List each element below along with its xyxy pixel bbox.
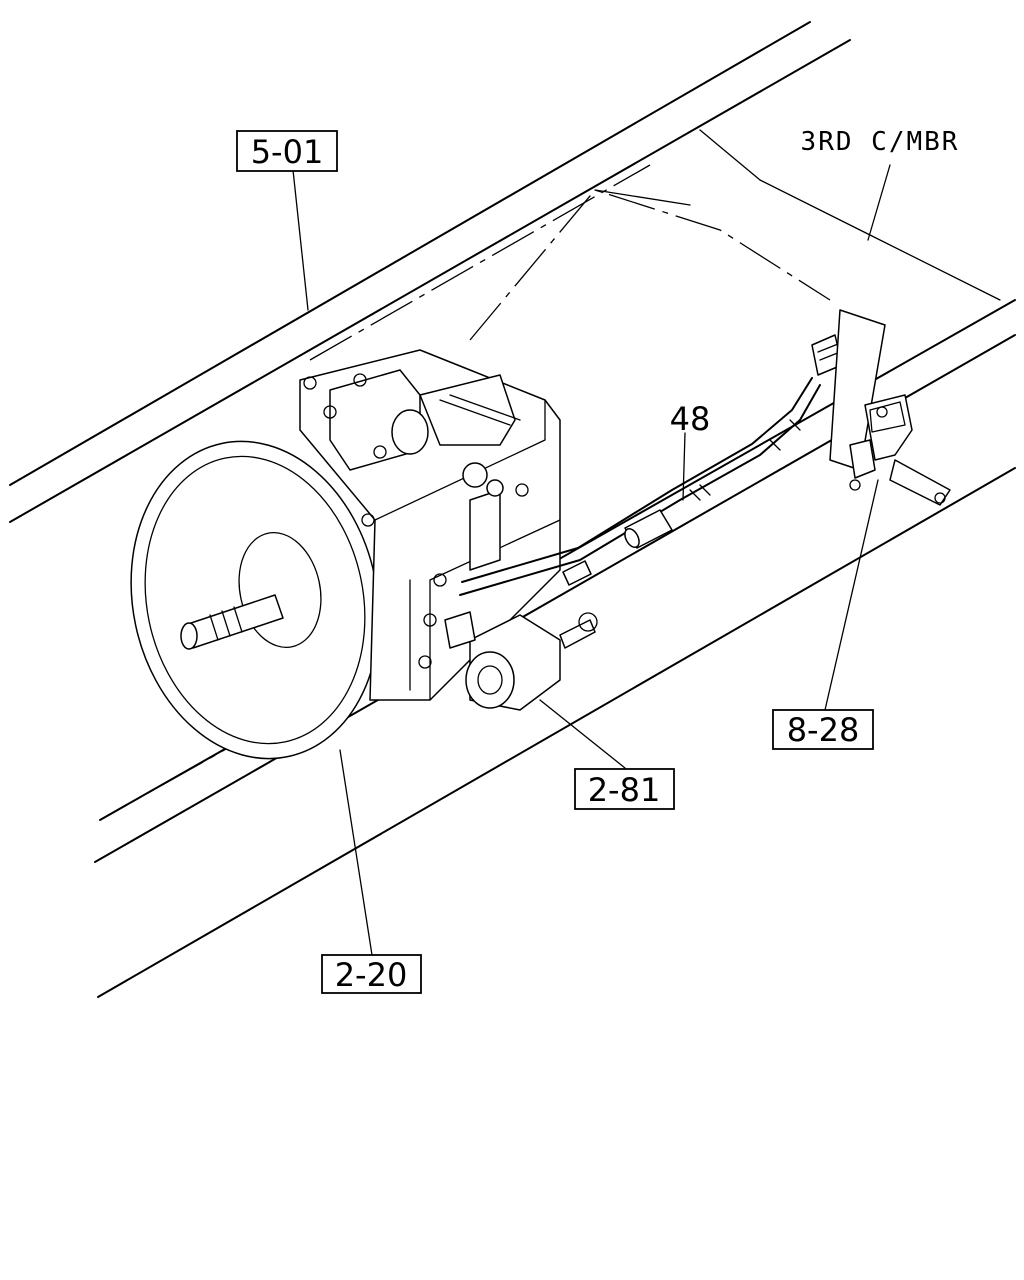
crossmember-note: 3RD C/MBR [801, 127, 960, 157]
callout-8-28: 8-28 [772, 709, 874, 750]
third-crossmember [469, 129, 1001, 341]
callout-5-01-text: 5-01 [251, 133, 324, 171]
callout-2-20-text: 2-20 [335, 956, 408, 994]
leader-lines [292, 164, 891, 956]
callout-2-81-text: 2-81 [588, 771, 661, 809]
callout-2-81: 2-81 [574, 768, 675, 810]
part-number-48: 48 [670, 400, 711, 438]
callout-2-20: 2-20 [321, 954, 422, 994]
callout-8-28-text: 8-28 [787, 711, 860, 749]
bracket-8-28 [829, 309, 951, 506]
transmission [130, 349, 598, 760]
hose-48 [459, 334, 843, 596]
callout-5-01: 5-01 [236, 130, 338, 172]
